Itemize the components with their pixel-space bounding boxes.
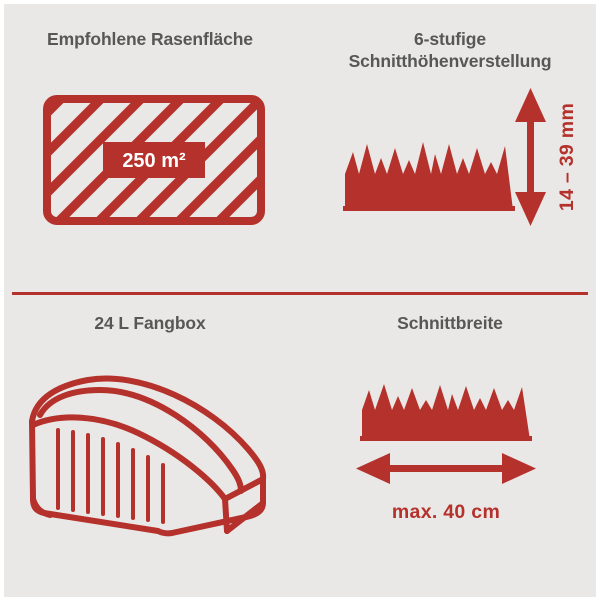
panel-title-lawn-area: Empfohlene Rasenfläche bbox=[47, 29, 253, 49]
cut-height-illustration: 14 – 39 mm bbox=[343, 88, 578, 226]
section-divider bbox=[12, 292, 588, 295]
cut-width-illustration: max. 40 cm bbox=[356, 384, 536, 523]
grass-silhouette-icon bbox=[343, 142, 515, 211]
vertical-double-arrow-icon bbox=[515, 88, 546, 226]
grass-catcher-box-icon bbox=[29, 375, 267, 537]
panel-title-cut-height-line2: Schnitthöhenverstellung bbox=[348, 51, 552, 71]
lawn-area-value-label: 250 m² bbox=[122, 150, 186, 172]
panel-grass-box: 24 L Fangbox bbox=[0, 297, 300, 590]
panel-title-grass-box: 24 L Fangbox bbox=[94, 313, 206, 333]
panel-cut-width: Schnittbreite max. 40 cm bbox=[300, 297, 600, 590]
panel-lawn-area: Empfohlene Rasenfläche bbox=[0, 0, 300, 293]
panel-title-cut-height-line1: 6-stufige bbox=[413, 29, 487, 49]
grass-silhouette-icon bbox=[360, 384, 532, 441]
lawn-area-value-badge: 250 m² bbox=[103, 142, 205, 178]
rectangle-frame bbox=[43, 95, 265, 225]
cut-height-dimension-label: 14 – 39 mm bbox=[556, 103, 578, 211]
vent-slats bbox=[56, 428, 165, 524]
panel-title-cut-width: Schnittbreite bbox=[397, 313, 503, 333]
horizontal-double-arrow-icon bbox=[356, 453, 536, 484]
hatched-rectangle-icon: 250 m² bbox=[43, 95, 265, 225]
panel-cut-height: 6-stufige Schnitthöhenverstellung 14 – 3… bbox=[300, 0, 600, 293]
panel-title-cut-height: 6-stufige Schnitthöhenverstellung bbox=[300, 28, 600, 72]
cut-width-dimension-label: max. 40 cm bbox=[392, 501, 500, 523]
